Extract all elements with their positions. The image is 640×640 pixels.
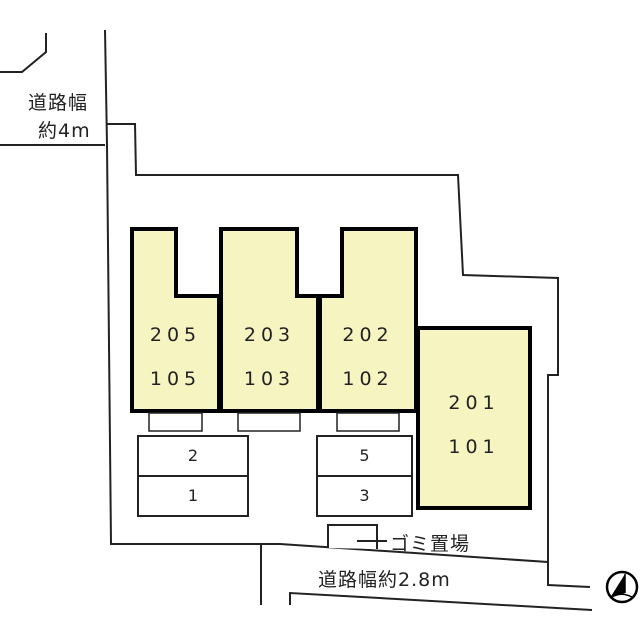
entry-step-103	[237, 412, 301, 432]
south-road-label: 道路幅約2.8m	[318, 569, 451, 591]
unit-label-103: 103	[243, 368, 296, 390]
parking-space-2: 2	[187, 446, 199, 465]
parking-space-5: 5	[359, 446, 370, 465]
property-boundary	[106, 123, 591, 588]
building-202-102	[318, 227, 418, 413]
west-road-edge	[104, 29, 549, 563]
west-road-label-line1: 道路幅	[28, 92, 89, 114]
parking-space-1: 1	[187, 486, 199, 505]
parking-space-3: 3	[359, 486, 370, 505]
road-corner-line	[0, 33, 47, 73]
unit-label-105: 105	[149, 368, 202, 390]
unit-label-203: 203	[243, 324, 296, 346]
unit-label-101: 101	[448, 436, 500, 458]
entry-step-102	[336, 412, 400, 432]
unit-label-201: 201	[448, 392, 500, 414]
west-road-label-line2: 約4m	[38, 120, 91, 142]
building-201-101	[416, 326, 532, 510]
south-road-edge	[289, 591, 593, 611]
garbage-area-label: ゴミ置場	[390, 533, 471, 555]
unit-label-202: 202	[342, 324, 394, 346]
north-arrow-icon	[605, 570, 639, 604]
entry-step-105	[148, 412, 203, 432]
unit-label-102: 102	[342, 368, 394, 390]
garbage-area-box	[327, 524, 378, 549]
unit-label-205: 205	[149, 324, 202, 346]
